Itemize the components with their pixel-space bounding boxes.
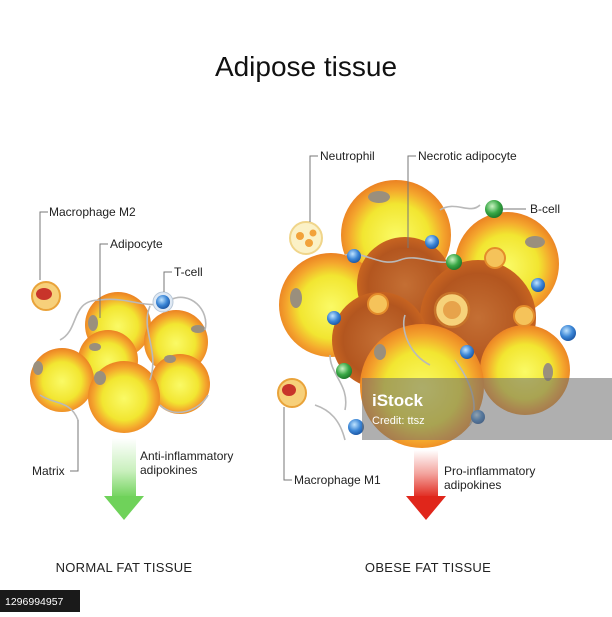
stock-watermark: iStock Credit: ttsz — [362, 378, 612, 440]
obese-tissue-illustration — [277, 180, 576, 520]
label-anti-inflammatory-1: Anti-inflammatory — [140, 449, 233, 463]
pro-inflammatory-arrow — [406, 450, 446, 520]
leader-necrotic-adipocyte — [407, 155, 416, 248]
neutrophil-cell — [289, 221, 323, 255]
watermark-brand: iStock — [372, 391, 424, 410]
leader-t-cell — [163, 271, 172, 292]
leader-macrophage-m2 — [39, 211, 48, 280]
label-necrotic-adipocyte: Necrotic adipocyte — [418, 149, 517, 163]
leader-matrix — [70, 420, 79, 472]
label-anti-inflammatory-2: adipokines — [140, 463, 197, 477]
leader-macrophage-m1 — [283, 407, 292, 481]
stock-id-badge: 1296994957 — [0, 590, 80, 612]
label-macrophage-m1: Macrophage M1 — [294, 473, 381, 487]
label-pro-inflammatory-1: Pro-inflammatory — [444, 464, 535, 478]
macrophage-m2-cell — [31, 281, 61, 311]
anti-inflammatory-arrow — [104, 438, 144, 520]
caption-obese: OBESE FAT TISSUE — [365, 560, 491, 575]
normal-adipocytes — [30, 292, 210, 433]
stock-image-id: 1296994957 — [5, 596, 64, 608]
leader-neutrophil — [309, 155, 318, 222]
caption-normal: NORMAL FAT TISSUE — [56, 560, 193, 575]
watermark-credit: Credit: ttsz — [372, 415, 425, 427]
label-macrophage-m2: Macrophage M2 — [49, 205, 136, 219]
t-cell — [152, 291, 174, 313]
label-neutrophil: Neutrophil — [320, 149, 375, 163]
macrophage-m1-cell — [277, 378, 307, 408]
label-pro-inflammatory-2: adipokines — [444, 478, 501, 492]
label-matrix: Matrix — [32, 464, 65, 478]
obese-b-cells — [336, 200, 503, 379]
label-adipocyte: Adipocyte — [110, 237, 163, 251]
leader-adipocyte — [99, 243, 108, 318]
page-title: Adipose tissue — [215, 51, 397, 82]
label-t-cell: T-cell — [174, 265, 203, 279]
label-b-cell: B-cell — [530, 202, 560, 216]
normal-tissue-illustration — [30, 281, 210, 520]
